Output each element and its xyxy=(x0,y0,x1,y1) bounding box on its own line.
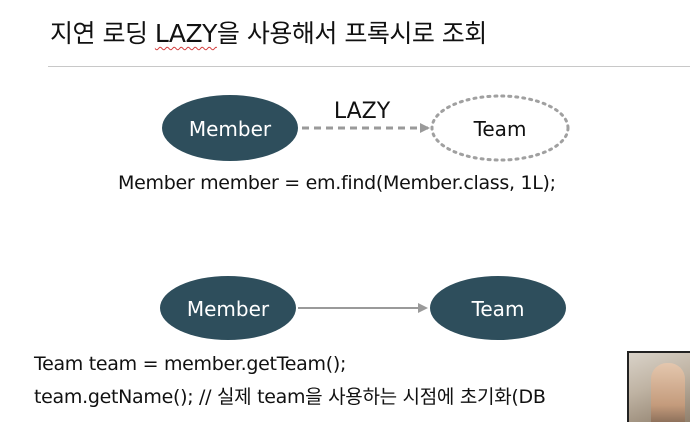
code-line-getteam: Team team = member.getTeam(); xyxy=(34,353,347,375)
member-node-bottom xyxy=(160,276,296,340)
lazy-edge-label: LAZY xyxy=(334,99,391,124)
member-node-top-label: Member xyxy=(189,117,272,141)
code-line-find: Member member = em.find(Member.class, 1L… xyxy=(118,172,556,194)
title-prefix: 지연 로딩 xyxy=(50,19,155,48)
title-lazy-keyword: LAZY xyxy=(154,19,218,48)
team-node-bottom-label: Team xyxy=(471,297,525,321)
team-proxy-node-top xyxy=(430,94,570,162)
presenter-figure xyxy=(651,363,685,422)
title-divider xyxy=(48,66,690,67)
title-suffix: 을 사용해서 프록시로 조회 xyxy=(216,19,487,48)
presenter-video-thumbnail xyxy=(627,351,690,422)
slide-title: 지연 로딩 LAZY을 사용해서 프록시로 조회 xyxy=(50,14,487,50)
member-node-top xyxy=(162,95,298,161)
code-line-getname: team.getName(); // 실제 team을 사용하는 시점에 초기화… xyxy=(34,386,546,408)
team-proxy-node-top-label: Team xyxy=(473,117,527,141)
top-diagram: Member LAZY Team xyxy=(162,94,570,162)
team-node-bottom xyxy=(430,276,566,340)
bottom-diagram: Member Team xyxy=(160,276,566,340)
member-node-bottom-label: Member xyxy=(187,297,270,321)
